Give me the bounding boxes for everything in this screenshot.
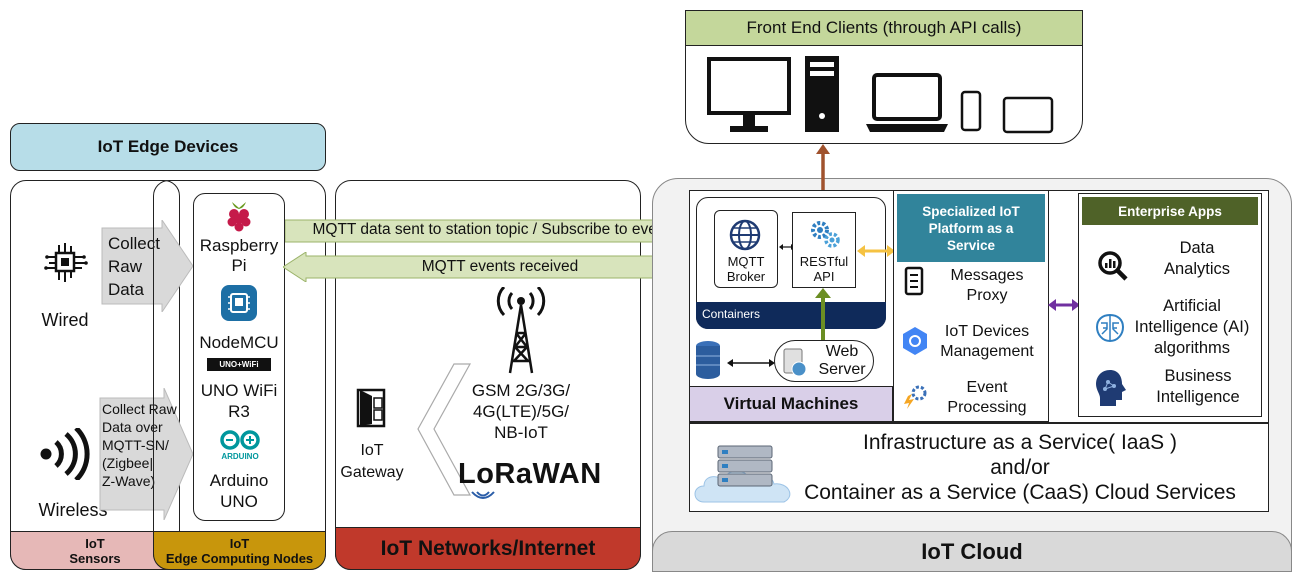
collect-wireless-text: Collect Raw Data over MQTT-SN/ (Zigbee| … [102,401,177,489]
front-end-title: Front End Clients (through API calls) [685,10,1083,46]
arduino-logo-text: ARDUINO [221,452,259,461]
data-analytics-icon [1098,251,1128,281]
arduino-icon [220,430,260,450]
web-server-icon [783,348,807,377]
mqtt-received-arrow [283,252,698,282]
edge-nodes-inner [193,193,285,521]
enterprise-apps-header: Enterprise Apps [1082,197,1258,225]
brain-ai-icon [1095,313,1125,343]
yellow-bidirectional-arrow [857,245,895,257]
server-tower-icon [805,56,839,132]
gateway-icon [356,388,386,428]
business-intelligence-icon [1096,370,1126,406]
event-processing-label: Event Processing [947,379,1027,416]
raspberry-pi-icon [227,202,251,232]
mqtt-sent-text: MQTT data sent to station topic / Subscr… [312,221,678,238]
messages-proxy-icon [904,266,924,296]
edge-devices-title-text: IoT Edge Devices [97,137,239,156]
wireless-label: Wireless [38,500,108,520]
collect-raw-arrow [101,220,194,312]
business-intelligence-label: Business Intelligence [1156,367,1240,406]
device-management-label: IoT Devices Management [940,323,1034,360]
nodemcu-icon [221,285,257,321]
networks-footer: IoT Networks/Internet [335,527,641,570]
collect-wireless-arrow [99,388,194,520]
cloud-servers-icon [694,445,791,503]
database-icon [696,341,720,379]
globe-icon [729,219,761,251]
ai-algorithms-label: Artificial Intelligence (AI) algorithms [1134,297,1250,357]
web-server-label: Web Server [818,343,866,378]
device-management-icon [903,327,927,355]
gateway-label: IoT Gateway [340,442,404,481]
collect-raw-text: Collect Raw Data [108,234,160,299]
cellular-label: GSM 2G/3G/ 4G(LTE)/5G/ NB-IoT [471,381,571,442]
edge-devices-title: IoT Edge Devices [10,123,326,171]
wired-label: Wired [41,310,89,330]
networks-panel [335,180,641,570]
data-analytics-label: Data Analytics [1163,239,1231,278]
tablet-icon [1002,96,1054,134]
iaas-divider [689,422,1269,424]
lorawan-logo: LoRaWAN [458,458,602,490]
event-processing-icon [904,385,927,409]
lorawan-wave-icon [471,491,495,499]
wireless-icon [40,428,90,480]
cell-tower-icon [496,287,546,374]
containers-bar: Containers [696,302,886,329]
messages-proxy-label: Messages Proxy [950,267,1024,304]
uno-wifi-chip-icon: UNO+WiFi [207,358,271,371]
raspberry-pi-label: Raspberry Pi [199,236,279,275]
uno-wifi-label: UNO WiFi R3 [200,381,278,421]
chip-icon [44,243,88,282]
phone-icon [960,90,982,132]
virtual-machines-bar: Virtual Machines [689,386,893,422]
laptop-icon [866,73,948,132]
nodemcu-label: NodeMCU [199,333,279,352]
mqtt-received-text: MQTT events received [421,258,579,275]
gears-icon [811,221,840,248]
iaas-label: Infrastructure as a Service( IaaS ) and/… [804,431,1236,504]
cloud-footer: IoT Cloud [652,531,1292,572]
sensors-footer: IoT Sensors [10,531,180,570]
iot-platform-header: Specialized IoT Platform as a Service [897,194,1045,262]
mqtt-broker-label: MQTT Broker [726,254,766,284]
purple-bidirectional-arrow [1048,299,1080,311]
chevron-left-icon [417,363,472,496]
edge-nodes-footer: IoT Edge Computing Nodes [153,531,326,570]
arduino-uno-label: Arduino UNO [209,471,269,511]
db-web-arrow [727,359,775,367]
desktop-monitor-icon [707,57,791,132]
restful-api-label: RESTful API [799,254,849,284]
